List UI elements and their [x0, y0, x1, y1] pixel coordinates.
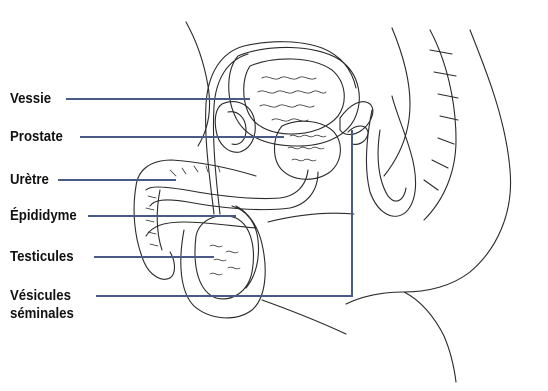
seminal-vesicle [340, 102, 373, 135]
leader-lines [58, 99, 352, 296]
label-uretre: Urètre [10, 171, 49, 188]
urethra-2 [150, 172, 318, 210]
prostate-texture [288, 135, 326, 161]
thigh-outline-2 [262, 300, 346, 334]
penis-upper [136, 160, 256, 186]
thigh-outline [268, 213, 354, 222]
bladder-inner [244, 59, 345, 134]
spine-edge [424, 30, 456, 220]
urethra [146, 170, 308, 199]
label-testicules: Testicules [10, 248, 74, 265]
label-epididyme: Épididyme [10, 207, 77, 224]
buttock-outline [404, 292, 456, 382]
body-outline-back [346, 30, 511, 304]
bladder [229, 47, 360, 146]
label-vessie: Vessie [10, 90, 51, 107]
sacrum [384, 28, 410, 176]
label-vesicules-line1: Vésicules [10, 287, 74, 305]
vas-deferens-2 [213, 54, 248, 214]
label-vesicules-line2: séminales [10, 305, 74, 323]
rectum [366, 96, 415, 216]
bladder-texture [258, 77, 326, 121]
label-vesicules-seminales: Vésicules séminales [10, 287, 74, 323]
testis-texture [210, 245, 240, 275]
penis-shaft-inner [157, 190, 162, 250]
penis-lower [146, 222, 256, 236]
label-prostate: Prostate [10, 128, 63, 145]
